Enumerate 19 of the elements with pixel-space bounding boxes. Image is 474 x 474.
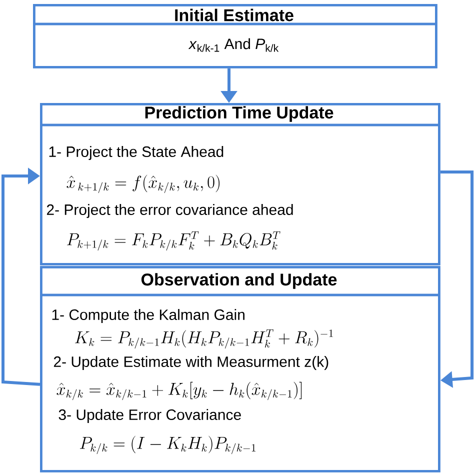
equation: $\hat{x}_{\,k+1/k} = f(\hat{x}_{k/k}, u_k, 0)$ [66,174,220,194]
equation: $K_k = P_{k/k-1} H_k (H_k P_{k/k-1} H_k^T + R_k)^{-1}$ [75,330,333,349]
variable-text: x$_{k/k-1}$ And P$_{k/k}$ [188,38,279,52]
step-text: 2- Project the error covariance ahead [46,204,293,218]
arrow [2,168,40,386]
step-text: 2- Update Estimate with Measurment z(k) [54,356,328,370]
step-text: 1- Compute the Kalman Gain [52,309,244,323]
box-heading: Initial Estimate [175,8,294,22]
box-heading: Prediction Time Update [145,106,334,122]
equation: $P_{k/k} = (I - K_k H_k) P_{k/k-1}$ [80,436,256,454]
arrow [440,170,474,388]
process-box [40,103,440,266]
equation: $\hat{x}_{k/k} = \hat{x}_{k/k-1} + K_k [y_k - h_k(\hat{x}_{k/k-1})]$ [56,382,302,400]
equation: $P_{k+1/k} = F_k P_{k/k} F_k^T + B_k Q_k B_k^T$ [67,232,280,251]
process-box [40,266,440,472]
process-box [33,4,438,68]
box-heading: Observation and Update [141,273,337,289]
step-text: 3- Update Error Covariance [58,409,241,423]
step-text: 1- Project the State Ahead [49,146,224,160]
